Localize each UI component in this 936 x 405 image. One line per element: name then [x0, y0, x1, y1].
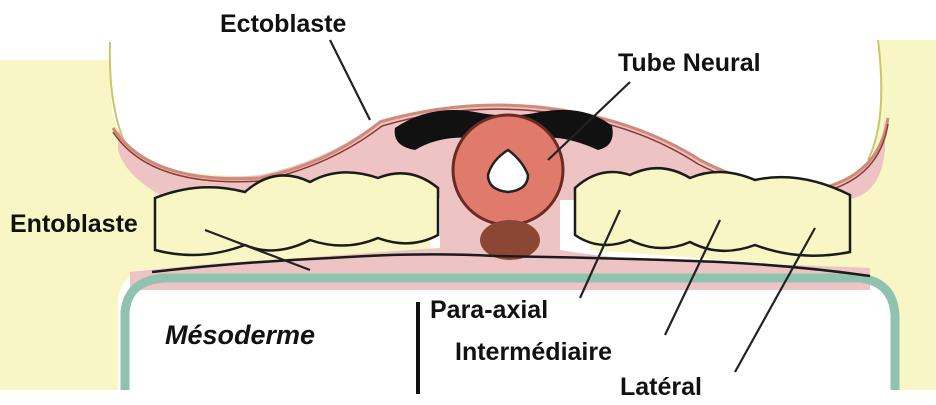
label-entoblaste: Entoblaste [10, 210, 138, 238]
mesoderm-lobes-right [575, 168, 850, 256]
label-tube-neural: Tube Neural [618, 49, 761, 77]
label-para-axial: Para-axial [430, 296, 548, 324]
label-mesoderme: Mésoderme [165, 320, 315, 350]
mesoderme-bracket [416, 302, 420, 394]
label-intermediaire: Intermédiaire [455, 338, 612, 366]
label-lateral: Latéral [620, 373, 702, 401]
label-ectoblaste: Ectoblaste [220, 10, 347, 38]
leader-ectoblaste [330, 40, 370, 120]
notochord [480, 220, 540, 260]
